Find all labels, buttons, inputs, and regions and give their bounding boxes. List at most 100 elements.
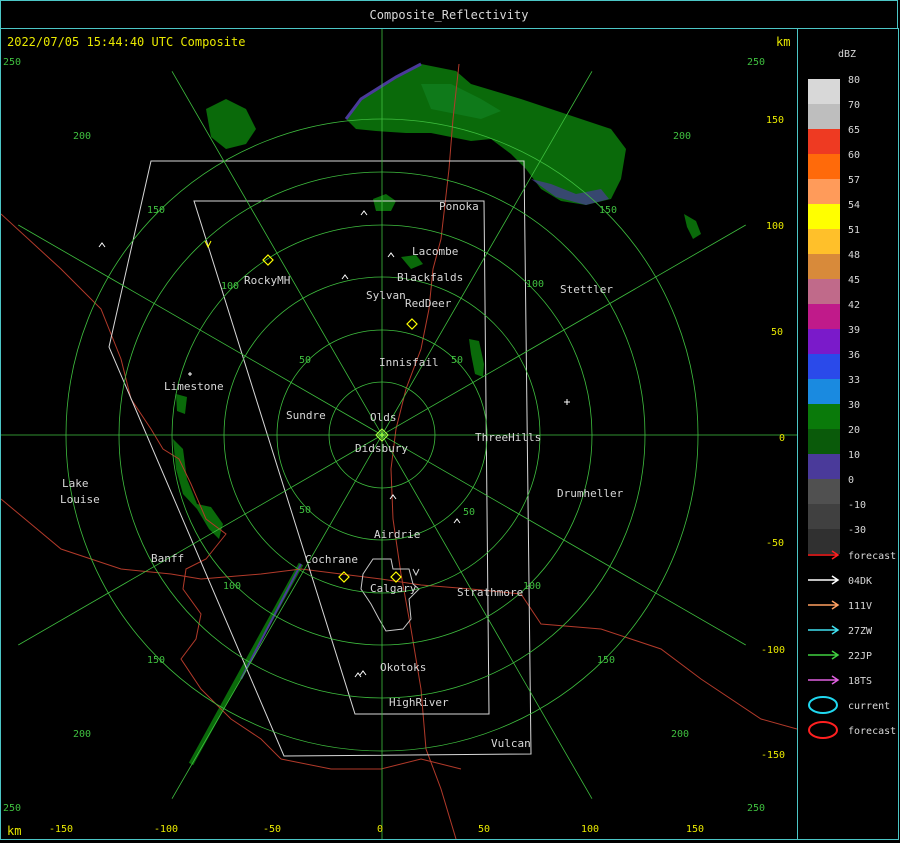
dbz-label: 20 — [848, 425, 860, 436]
dbz-label: 51 — [848, 225, 860, 236]
track-label: forecast — [848, 551, 896, 562]
dbz-swatch — [808, 104, 840, 129]
track-label: 04DK — [848, 576, 872, 587]
city-labels: Ponoka Lacombe Blackfalds RockyMH Sylvan… — [60, 200, 624, 750]
dbz-label: 80 — [848, 75, 860, 86]
corner-label: 250 — [3, 803, 21, 814]
echo-north-edge — [344, 62, 422, 120]
ring-label: 200 — [73, 131, 91, 142]
track-arrow-white — [188, 372, 192, 376]
domain-outlines — [108, 160, 532, 757]
city-label: Ponoka — [439, 200, 479, 213]
outer-domain — [108, 160, 532, 757]
echo-small-2 — [401, 255, 423, 269]
track-marker — [204, 240, 212, 249]
city-label: RedDeer — [405, 297, 452, 310]
x-tick-label: -150 — [49, 824, 73, 835]
city-label: Louise — [60, 493, 100, 506]
radar-map-panel[interactable]: 2022/07/05 15:44:40 UTC Composite km km … — [0, 15, 802, 843]
radar-map[interactable]: 2022/07/05 15:44:40 UTC Composite km km … — [0, 15, 802, 843]
echo-far-east — [684, 214, 701, 239]
echo-west-cell — [176, 394, 187, 414]
station-marker[interactable] — [338, 571, 350, 583]
echo-north-large — [346, 64, 626, 205]
track-arrow-white — [359, 670, 367, 676]
azimuth-radials — [0, 15, 802, 843]
axis-labels: 2022/07/05 15:44:40 UTC Composite km km … — [7, 35, 790, 838]
highway-2 — [390, 63, 460, 840]
echo-small-1 — [373, 194, 396, 211]
dbz-label: 60 — [848, 150, 860, 161]
city-label: ThreeHills — [475, 431, 541, 444]
x-tick-label: 100 — [581, 824, 599, 835]
echo-west-foothills — [173, 439, 223, 539]
ring-label: 100 — [526, 279, 544, 290]
radar-site-marker[interactable] — [375, 428, 389, 442]
track-arrow-icon — [808, 675, 840, 685]
city-label: Innisfail — [379, 356, 439, 369]
dbz-swatch — [808, 354, 840, 379]
x-tick-label: 50 — [478, 824, 490, 835]
header-timestamp: 2022/07/05 15:44:40 UTC Composite — [7, 35, 245, 49]
corner-label: 250 — [3, 57, 21, 68]
city-label: Cochrane — [305, 553, 358, 566]
ring-label: 100 — [223, 581, 241, 592]
ring-label: 50 — [451, 355, 463, 366]
track-arrow-white — [389, 494, 397, 500]
station-marker[interactable] — [390, 571, 402, 583]
city-label: Sundre — [286, 409, 326, 422]
dbz-label: 36 — [848, 350, 860, 361]
dbz-swatch — [808, 79, 840, 104]
city-label: Didsbury — [355, 442, 408, 455]
city-label: Okotoks — [380, 661, 426, 674]
reflectivity-echoes — [173, 62, 701, 766]
map-borders — [0, 63, 798, 840]
dbz-swatch — [808, 454, 840, 479]
y-tick-label: -150 — [761, 750, 785, 761]
dbz-label: 57 — [848, 175, 860, 186]
track-label: forecast — [848, 726, 896, 737]
city-label: Lake — [62, 477, 89, 490]
ring-label: 100 — [523, 581, 541, 592]
dbz-swatch — [808, 254, 840, 279]
echo-clutter-line-edge — [240, 563, 302, 680]
city-label: HighRiver — [389, 696, 449, 709]
ring-label: 150 — [597, 655, 615, 666]
ring-label: 50 — [299, 355, 311, 366]
city-label: Stettler — [560, 283, 613, 296]
dbz-swatch — [808, 479, 840, 504]
ring-label: 100 — [221, 281, 239, 292]
dbz-label: 45 — [848, 275, 860, 286]
y-tick-label: -50 — [766, 538, 784, 549]
city-label: Banff — [151, 552, 184, 565]
y-tick-label: 100 — [766, 221, 784, 232]
dbz-swatch — [808, 279, 840, 304]
city-label: Vulcan — [491, 737, 531, 750]
x-tick-label: 150 — [686, 824, 704, 835]
station-marker[interactable] — [262, 254, 274, 266]
x-tick-label: 0 — [377, 824, 383, 835]
dbz-swatch — [808, 179, 840, 204]
echo-east-arm — [531, 179, 609, 205]
track-label: 111V — [848, 601, 872, 612]
calgary-city-outline — [360, 558, 420, 632]
dbz-label: 70 — [848, 100, 860, 111]
dbz-swatch — [808, 229, 840, 254]
echo-nw-cell — [206, 99, 256, 149]
dbz-swatch — [808, 129, 840, 154]
south-border — [280, 758, 462, 770]
track-arrow-icon — [808, 575, 840, 585]
dbz-swatch — [808, 204, 840, 229]
track-arrow-icon — [808, 650, 840, 660]
station-marker[interactable] — [406, 318, 418, 330]
dbz-label: 0 — [848, 475, 854, 486]
track-label: 22JP — [848, 651, 872, 662]
city-label: Airdrie — [374, 528, 420, 541]
window-title: Composite_Reflectivity — [0, 0, 898, 28]
x-tick-label: -50 — [263, 824, 281, 835]
y-tick-label: 150 — [766, 115, 784, 126]
city-label: Limestone — [164, 380, 224, 393]
dbz-swatch — [808, 529, 840, 554]
y-tick-label: 50 — [771, 327, 783, 338]
